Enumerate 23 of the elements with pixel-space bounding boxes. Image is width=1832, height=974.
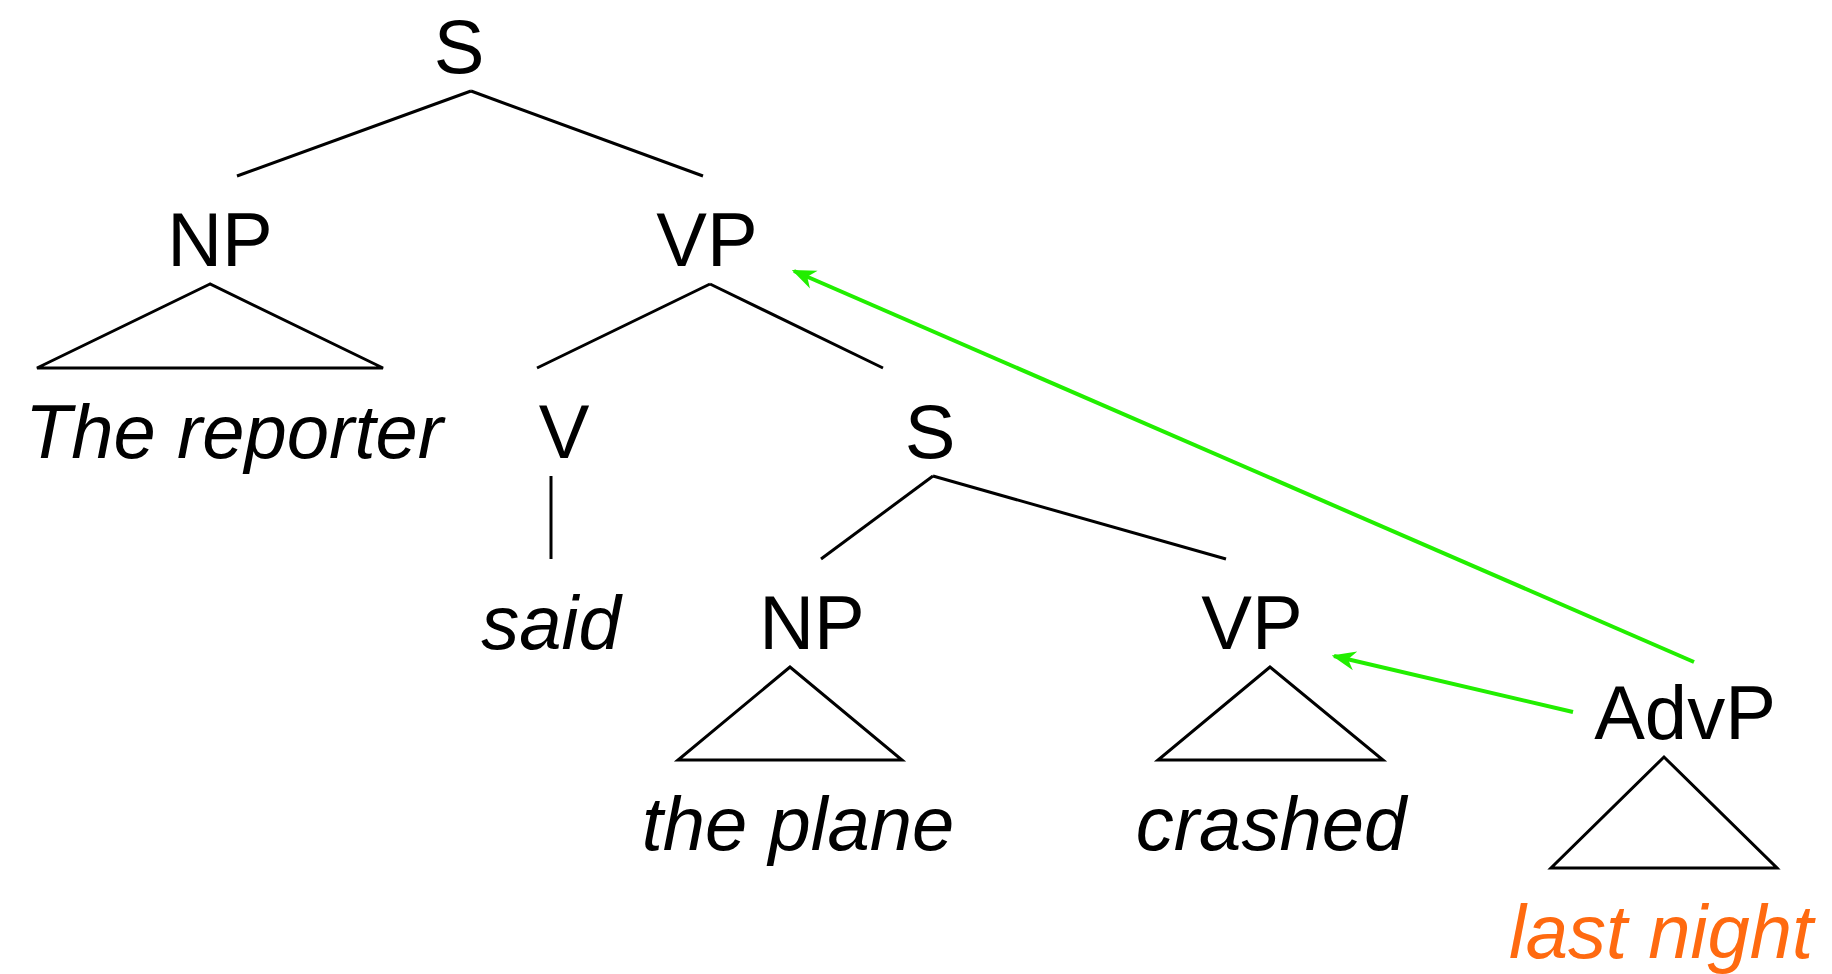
category-label: AdvP bbox=[1594, 675, 1776, 751]
category-label: NP bbox=[759, 585, 865, 661]
branch-line bbox=[470, 89, 704, 178]
branch-line bbox=[236, 89, 472, 178]
word-label: said bbox=[481, 585, 621, 661]
category-label: VP bbox=[656, 202, 758, 278]
branch-line bbox=[536, 282, 711, 370]
category-label: S bbox=[433, 9, 485, 85]
category-label: NP bbox=[167, 202, 273, 278]
category-label: V bbox=[538, 394, 590, 470]
triangle-branch bbox=[673, 665, 907, 762]
triangle-branch bbox=[1547, 754, 1781, 870]
category-label: VP bbox=[1201, 585, 1303, 661]
arrow bbox=[791, 269, 1695, 664]
branch-line bbox=[549, 476, 553, 559]
branch-line bbox=[932, 474, 1227, 561]
branch-line bbox=[820, 474, 934, 561]
branch-line bbox=[709, 282, 884, 370]
arrow bbox=[1331, 651, 1574, 714]
word-label: crashed bbox=[1135, 786, 1407, 862]
triangle-branch bbox=[1153, 665, 1388, 762]
category-label: S bbox=[904, 394, 956, 470]
triangle-branch bbox=[35, 282, 385, 370]
